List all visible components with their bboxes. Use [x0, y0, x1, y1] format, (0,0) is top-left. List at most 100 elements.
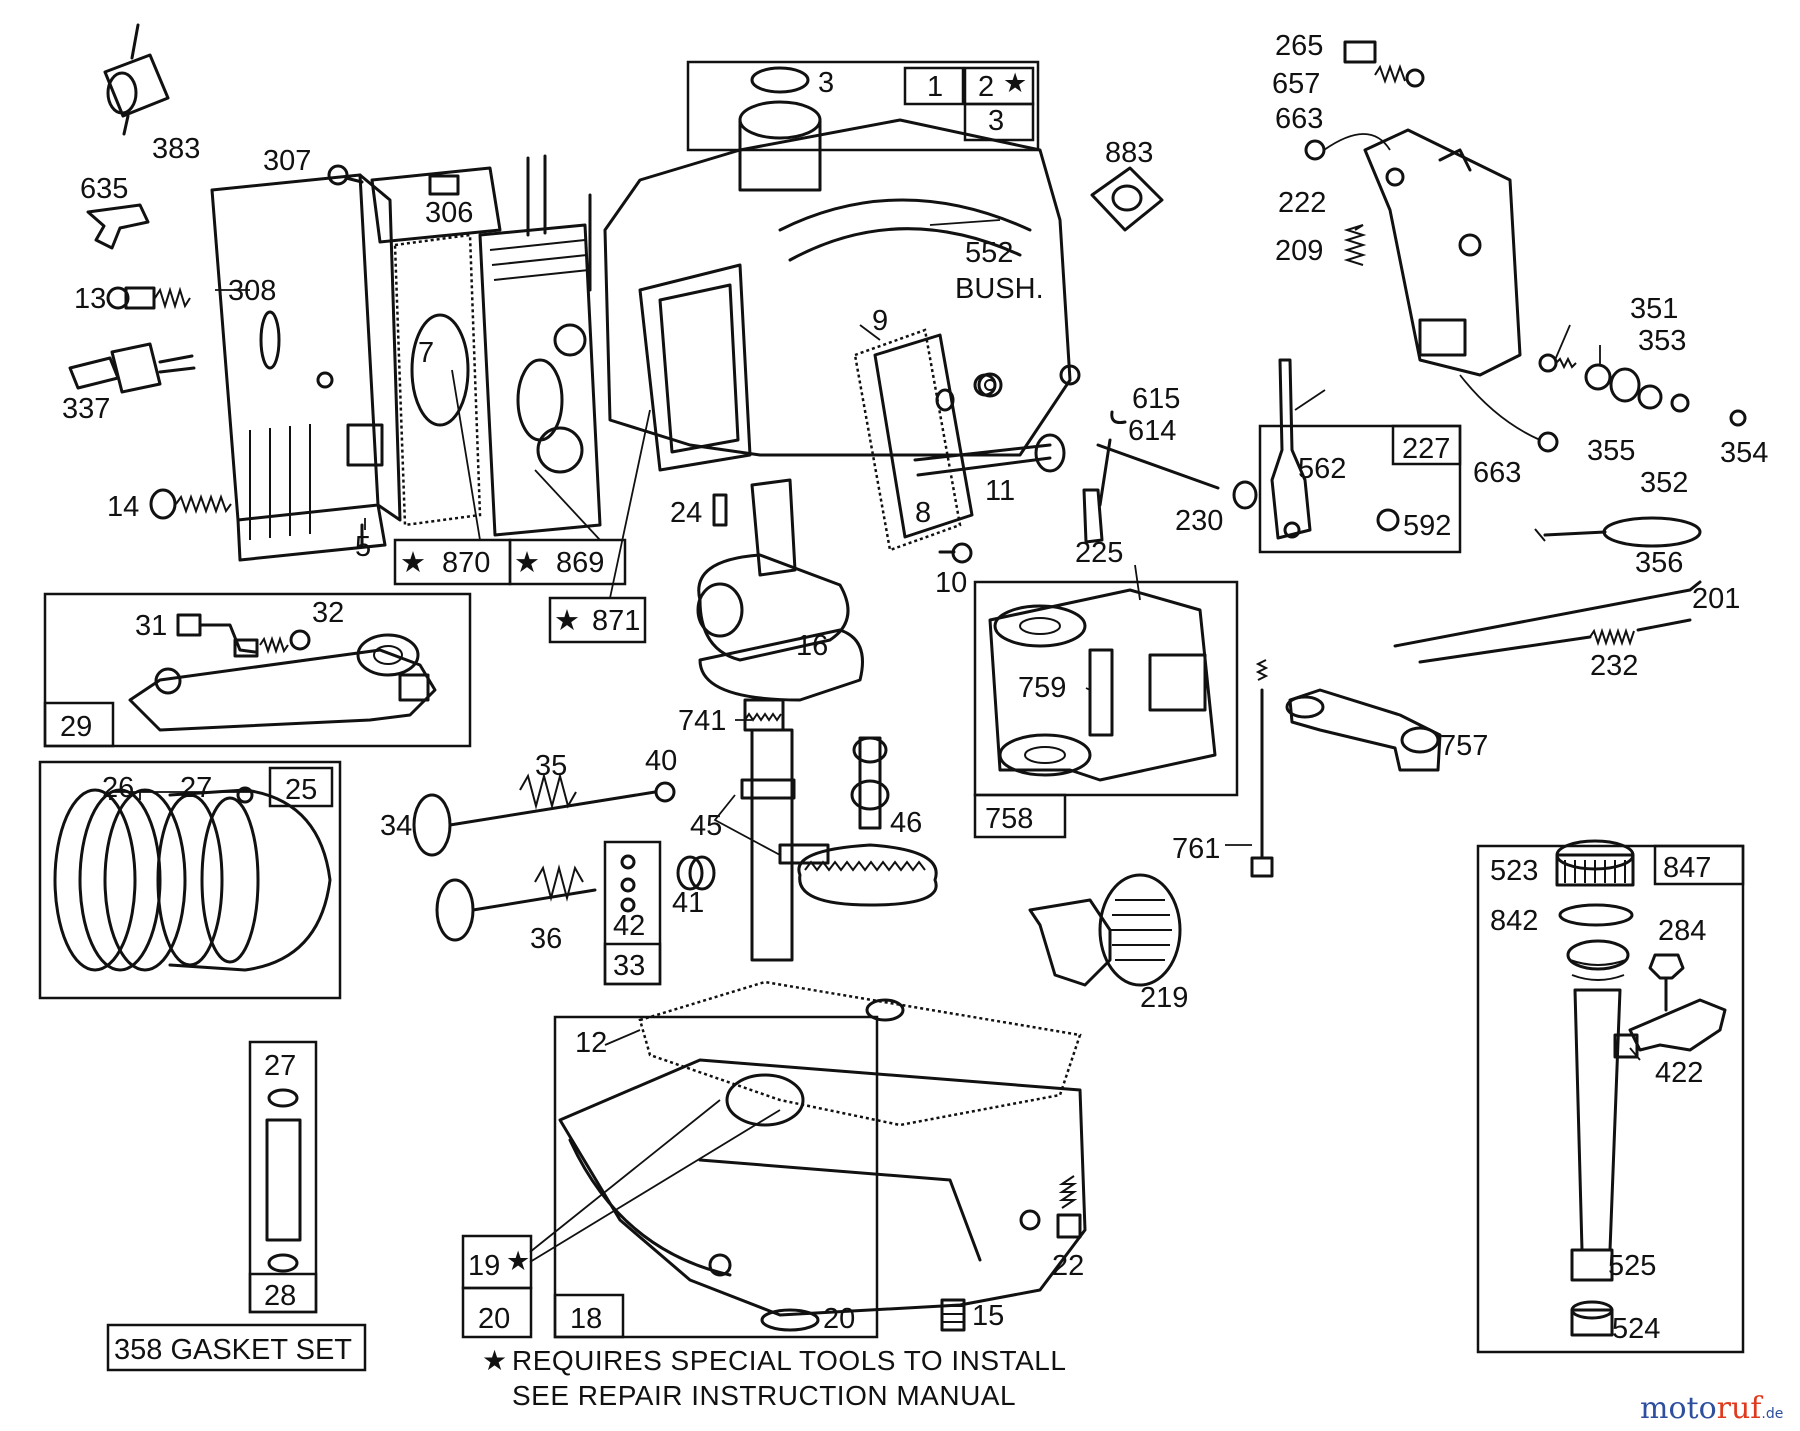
- frame-28: [248, 1272, 318, 1314]
- cylinder-head-drawing: [210, 173, 402, 562]
- footnote-line-2: SEE REPAIR INSTRUCTION MANUAL: [512, 1380, 1016, 1411]
- label-2: 2: [978, 71, 994, 103]
- frame-758-group: [973, 580, 1239, 797]
- label-227: 227: [1402, 433, 1450, 465]
- label-869-star: ★: [514, 547, 540, 579]
- label-306: 306: [425, 197, 473, 229]
- breather-drawing: [853, 328, 1066, 552]
- frame-25-group: [38, 760, 342, 1000]
- governor-link-drawing: [1082, 410, 1258, 544]
- label-27a: 27: [180, 772, 212, 804]
- label-8: 8: [915, 497, 931, 529]
- seal-3-drawing: [750, 66, 810, 94]
- part-10-drawing: [938, 542, 973, 564]
- label-284: 284: [1658, 915, 1706, 947]
- label-232: 232: [1590, 650, 1638, 682]
- footnote-star: ★: [482, 1345, 508, 1376]
- label-759: 759: [1018, 672, 1066, 704]
- frame-sump-group: [553, 1015, 879, 1339]
- label-10: 10: [935, 567, 967, 599]
- part-265-657-drawing: [1343, 40, 1425, 88]
- label-870: 870: [442, 547, 490, 579]
- label-19: 19: [468, 1250, 500, 1282]
- label-35: 35: [535, 750, 567, 782]
- label-230: 230: [1175, 505, 1223, 537]
- label-615: 615: [1132, 383, 1180, 415]
- label-337: 337: [62, 393, 110, 425]
- connecting-rod-drawing: [128, 633, 437, 732]
- label-870-star: ★: [400, 547, 426, 579]
- label-663a: 663: [1275, 103, 1323, 135]
- label-20a: 20: [478, 1303, 510, 1335]
- frame-358: [106, 1323, 367, 1372]
- part-422-drawing: [1613, 998, 1727, 1059]
- label-15: 15: [972, 1300, 1004, 1332]
- label-11: 11: [985, 475, 1015, 507]
- part-663-drawing: [1304, 133, 1559, 453]
- label-352: 352: [1640, 467, 1688, 499]
- label-1: 1: [927, 71, 943, 103]
- frame-20: [461, 1286, 533, 1339]
- part-883-drawing: [1090, 166, 1164, 232]
- label-27b: 27: [264, 1050, 296, 1082]
- label-422: 422: [1655, 1057, 1703, 1089]
- part-31-32-drawing: [176, 613, 311, 658]
- part-22-drawing: [1056, 1175, 1082, 1239]
- part-758-drawing: [988, 588, 1217, 782]
- frame-18: [553, 1293, 625, 1339]
- part-41-drawing: [676, 855, 716, 891]
- watermark: motoruf.de: [1640, 1391, 1783, 1426]
- valve-34-drawing: [412, 772, 676, 857]
- label-7: 7: [418, 337, 434, 369]
- label-356: 356: [1635, 547, 1683, 579]
- piston-rings-drawing: [53, 786, 332, 972]
- label-42: 42: [613, 910, 645, 942]
- frame-847-group: [1476, 844, 1745, 1354]
- label-209: 209: [1275, 235, 1323, 267]
- part-drawings: [53, 23, 1747, 1337]
- label-355: 355: [1587, 435, 1635, 467]
- label-26: 26: [102, 772, 134, 804]
- label-3a: 3: [818, 67, 834, 99]
- label-308: 308: [228, 275, 276, 307]
- frame-33: [603, 942, 662, 986]
- label-25: 25: [285, 774, 317, 806]
- label-525: 525: [1608, 1250, 1656, 1282]
- frame-847: [1653, 844, 1745, 886]
- label-2-star: ★: [1003, 68, 1027, 98]
- label-871: 871: [592, 605, 640, 637]
- label-219: 219: [1140, 982, 1188, 1014]
- label-bush: BUSH.: [955, 273, 1044, 305]
- label-225: 225: [1075, 537, 1123, 569]
- crankcase-drawing: [603, 100, 1081, 472]
- label-20b: 20: [823, 1303, 855, 1335]
- head-gasket-drawing: [393, 233, 482, 527]
- label-523: 523: [1490, 855, 1538, 887]
- part-number-labels: 383 307 635 306 308 13 337 14 5 7 ★ 870 …: [60, 30, 1768, 1366]
- piston-pin-drawing: [265, 1088, 302, 1273]
- frame-crankcase: [686, 60, 1040, 152]
- label-869: 869: [556, 547, 604, 579]
- label-14: 14: [107, 491, 139, 523]
- footnote-line-1: REQUIRES SPECIAL TOOLS TO INSTALL: [512, 1345, 1066, 1376]
- frame-25: [268, 766, 334, 808]
- sump-drawing: [558, 980, 1087, 1317]
- frame-869: [508, 538, 627, 586]
- watermark-logo: motoruf.de: [1640, 1391, 1783, 1426]
- part-552-drawing: [977, 372, 1003, 398]
- label-265: 265: [1275, 30, 1323, 62]
- label-41: 41: [672, 887, 704, 919]
- label-657: 657: [1272, 68, 1320, 100]
- label-562: 562: [1298, 453, 1346, 485]
- part-337-drawing: [68, 342, 196, 394]
- label-46: 46: [890, 807, 922, 839]
- label-358-gasket-set: 358 GASKET SET: [114, 1334, 352, 1366]
- label-757: 757: [1440, 730, 1488, 762]
- part-20-drawing: [760, 1308, 820, 1332]
- label-635: 635: [80, 173, 128, 205]
- label-34: 34: [380, 810, 412, 842]
- part-13-drawing: [106, 286, 191, 310]
- label-524: 524: [1612, 1313, 1660, 1345]
- label-663b: 663: [1473, 457, 1521, 489]
- group-frames: [38, 60, 1745, 1372]
